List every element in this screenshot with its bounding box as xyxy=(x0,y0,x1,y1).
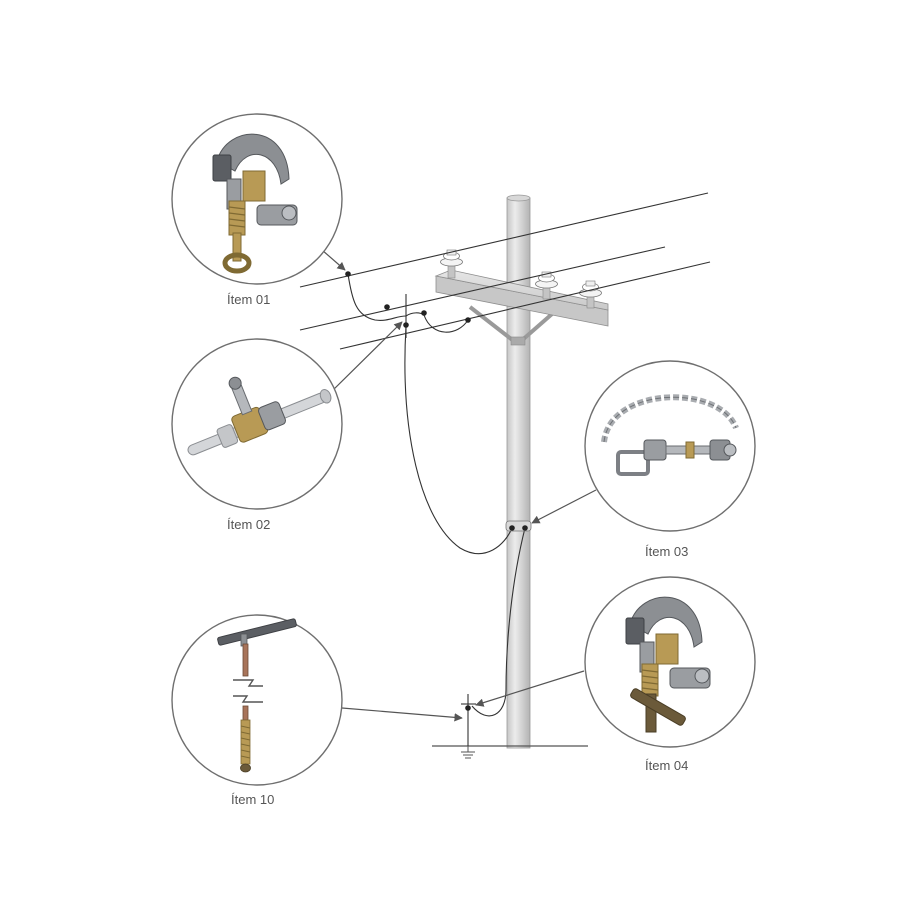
arrow-item-04 xyxy=(475,670,585,707)
item-10-label: Ítem 10 xyxy=(231,792,274,807)
arrow-item-10 xyxy=(341,707,463,722)
item-03-label: Ítem 03 xyxy=(645,544,688,559)
item-04-label: Ítem 04 xyxy=(645,758,688,773)
item-01-callout: Ítem 01 xyxy=(171,113,343,307)
power-lines xyxy=(299,192,711,350)
arrow-item-02 xyxy=(327,321,403,396)
arrow-item-03 xyxy=(531,489,597,524)
item-03-chain-clamp-image xyxy=(601,394,739,476)
leader-arrows xyxy=(321,249,597,722)
item-10-ground-rod-image xyxy=(217,618,297,773)
item-04-clamp-image xyxy=(625,596,711,733)
item-10-callout: Ítem 10 xyxy=(171,614,343,807)
connection-points xyxy=(345,271,528,711)
grounding-cables xyxy=(347,273,526,746)
arrow-item-01 xyxy=(321,249,346,271)
item-02-bar-clamp-image xyxy=(187,376,332,456)
item-04-callout: Ítem 04 xyxy=(584,576,756,773)
item-01-clamp-image xyxy=(212,133,298,274)
earth-symbol xyxy=(461,746,475,759)
item-02-callout: Ítem 02 xyxy=(171,338,343,532)
item-03-callout: Ítem 03 xyxy=(584,360,756,559)
power-line-top xyxy=(299,192,709,288)
item-01-label: Ítem 01 xyxy=(227,292,270,307)
power-line-middle xyxy=(299,246,666,331)
item-10-circle xyxy=(171,614,343,786)
power-line-bottom xyxy=(339,261,711,350)
item-02-label: Ítem 02 xyxy=(227,517,270,532)
insulator-middle xyxy=(535,271,558,300)
utility-pole xyxy=(506,194,531,749)
cross-arm xyxy=(434,269,609,346)
